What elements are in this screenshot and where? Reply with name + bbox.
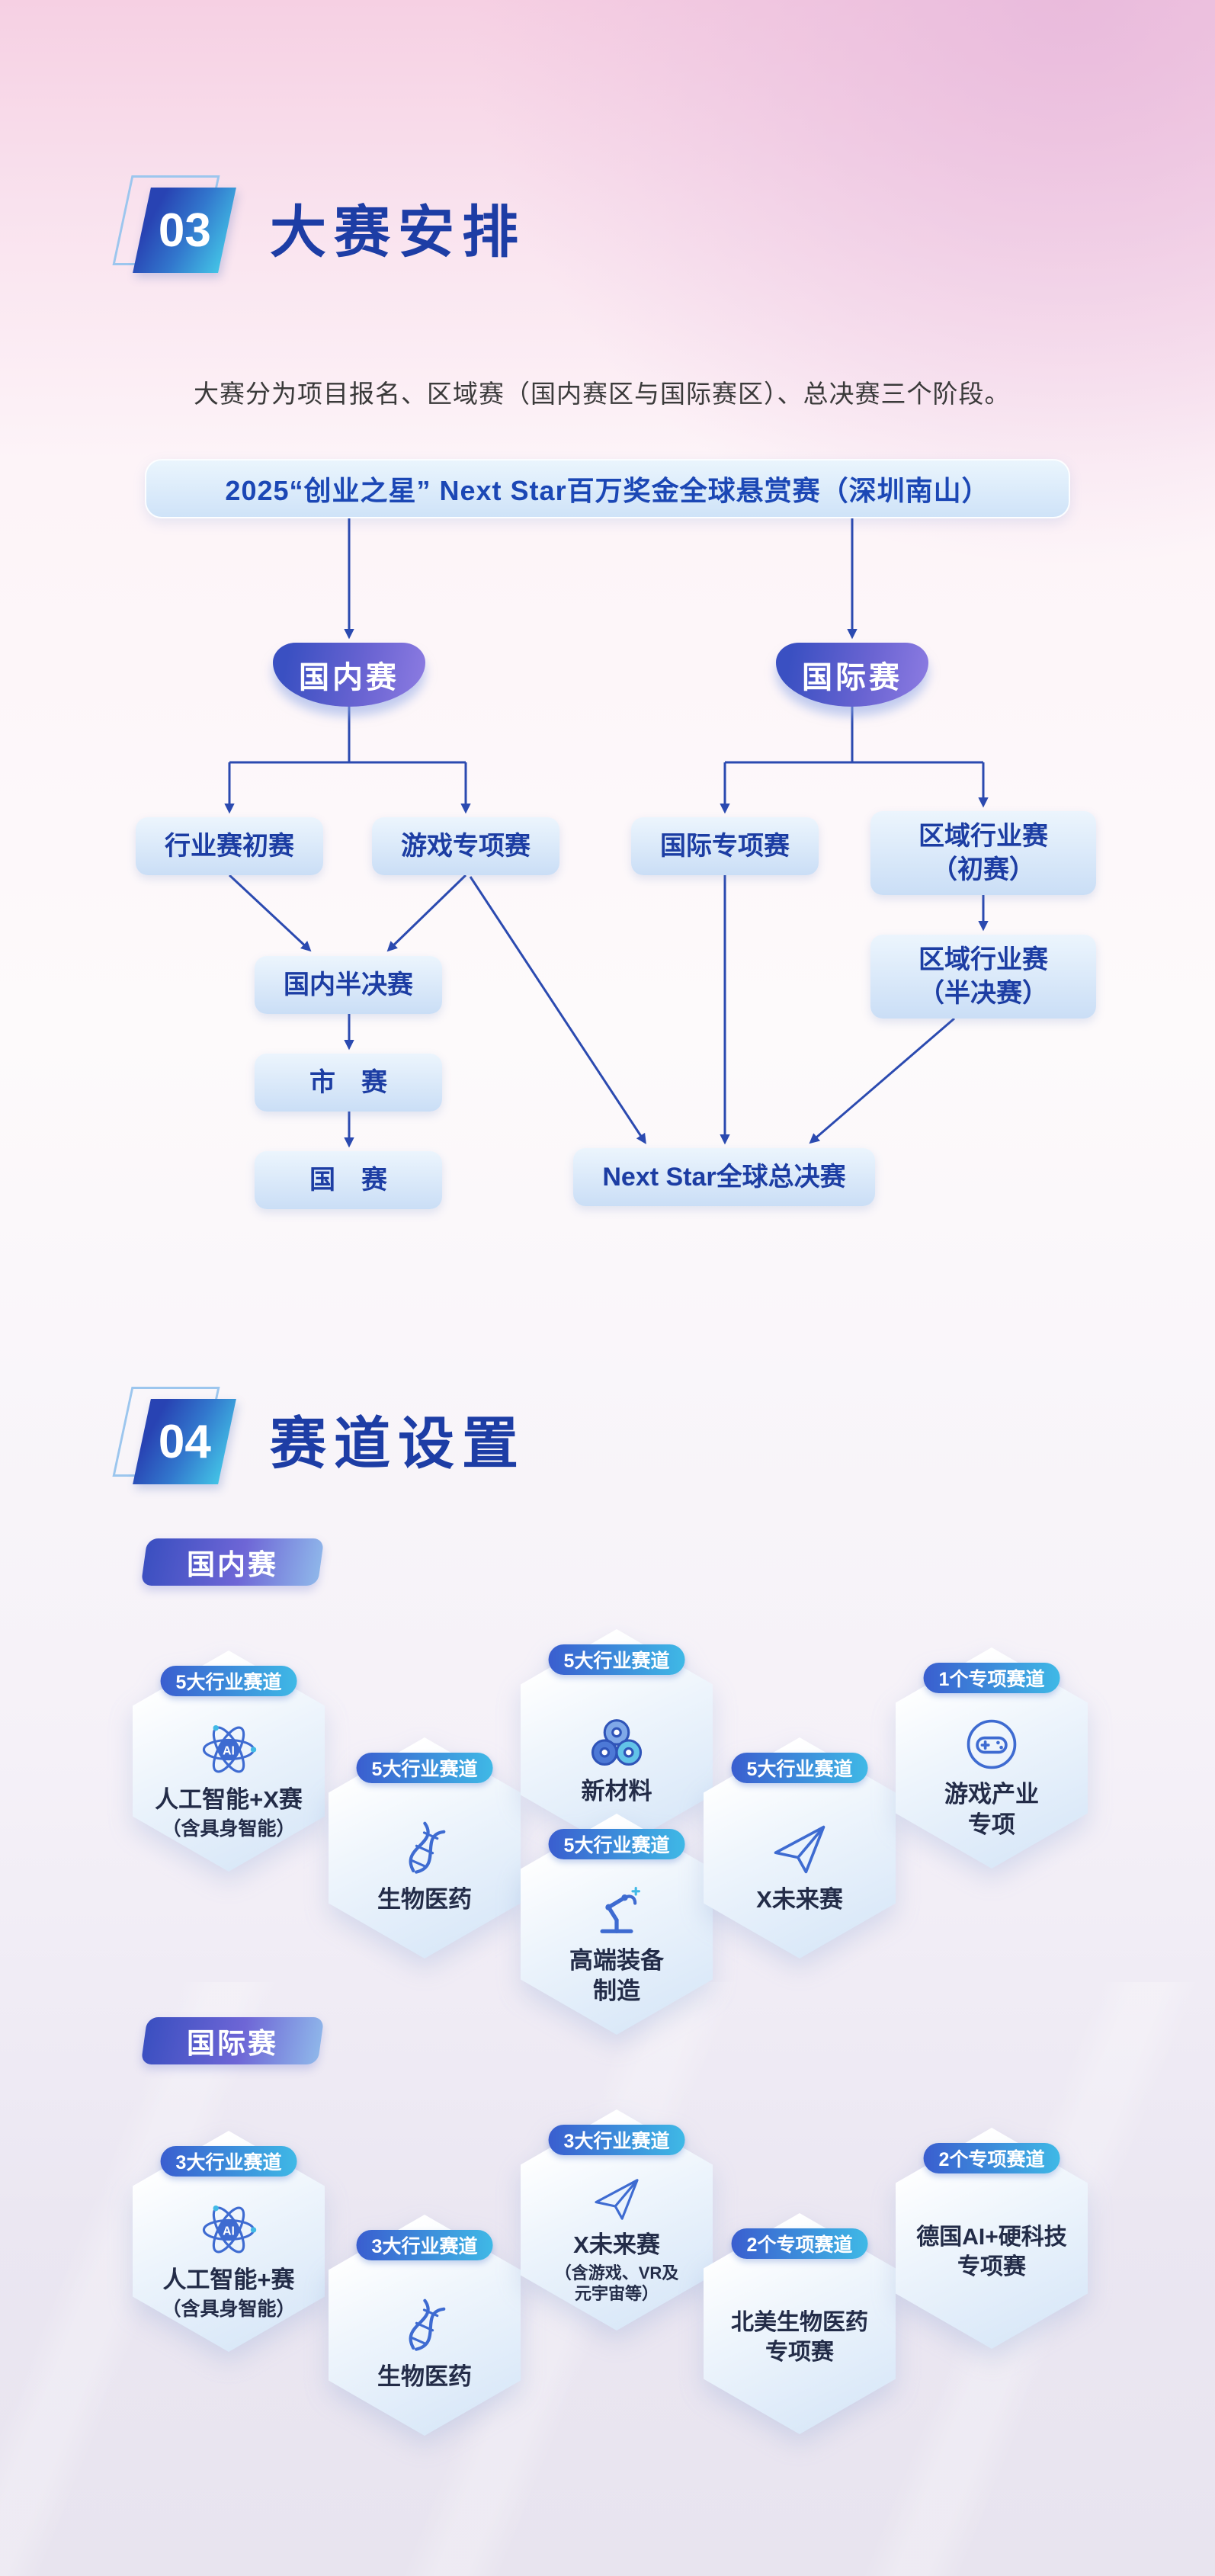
dna-icon	[409, 1821, 446, 1874]
section-intro: 大赛分为项目报名、区域赛（国内赛区与国际赛区）、总决赛三个阶段。	[194, 380, 1011, 408]
hex-name: 新材料	[581, 1777, 652, 1804]
hex-international-germany-ai: 2个专项赛道 德国AI+硬科技 专项赛	[896, 2128, 1088, 2349]
hex-ribbon: 2个专项赛道	[923, 2143, 1060, 2173]
hex-subtitle: （含游戏、VR及 元宇宙等）	[554, 2263, 679, 2304]
hex-domestic-game-industry: 1个专项赛道 游戏产业 专项	[896, 1647, 1088, 1869]
hex-name: 北美生物医药 专项赛	[731, 2310, 868, 2365]
hex-ribbon: 2个专项赛道	[731, 2228, 868, 2259]
section-title: 大赛安排	[270, 200, 526, 264]
section-number-badge: 04	[133, 1399, 236, 1484]
hex-ribbon: 1个专项赛道	[923, 1663, 1060, 1693]
section-number-badge: 03	[133, 188, 236, 273]
hex-domestic-x-future: 5大行业赛道 X未来赛	[704, 1737, 896, 1958]
hex-name: 生物医药	[377, 1885, 472, 1913]
section-number: 03	[158, 204, 211, 257]
hex-name: 游戏产业 专项	[944, 1780, 1039, 1838]
connector-regional-semifinal-to-global-final	[809, 1017, 955, 1144]
flow-node-city-round: 市 赛	[255, 1054, 442, 1112]
hex-domestic-equipment: 5大行业赛道 高端装备 制造	[521, 1814, 713, 2035]
svg-text:AI: AI	[223, 2225, 235, 2238]
hex-international-biomed: 3大行业赛道 生物医药	[329, 2215, 521, 2436]
hex-name: X未来赛	[573, 2231, 660, 2259]
paper-plane-icon	[595, 2179, 639, 2221]
hex-name: 人工智能+赛	[162, 2266, 295, 2294]
hex-ribbon: 5大行业赛道	[731, 1753, 868, 1783]
international-group-label-text: 国际赛	[187, 2028, 278, 2059]
materials-icon	[591, 1718, 643, 1766]
hex-international-ai: 3大行业赛道 AI 人工智能+赛 （含具身智能）	[133, 2131, 325, 2352]
hex-ribbon: 5大行业赛道	[548, 1644, 685, 1675]
hex-name: X未来赛	[756, 1885, 843, 1913]
hex-name: 生物医药	[377, 2363, 472, 2390]
flow-node-domestic-semifinal: 国内半决赛	[255, 956, 442, 1014]
dna-icon	[409, 2299, 446, 2351]
section-number: 04	[158, 1415, 211, 1468]
section-04-header: 04 赛道设置	[112, 1382, 700, 1512]
section-title: 赛道设置	[270, 1412, 526, 1475]
flow-node-international-special: 国际专项赛	[631, 817, 819, 875]
domestic-group-label-text: 国内赛	[187, 1549, 278, 1580]
competition-title-banner: 2025“创业之星” Next Star百万奖金全球悬赏赛（深圳南山）	[145, 459, 1070, 518]
ai-atom-icon: AI	[202, 2205, 257, 2254]
hex-ribbon: 3大行业赛道	[548, 2125, 685, 2155]
hex-subtitle: （含具身智能）	[162, 1817, 296, 1840]
hex-ribbon: 3大行业赛道	[160, 2146, 297, 2177]
hex-domestic-materials: 5大行业赛道 新材料	[521, 1629, 713, 1850]
hex-domestic-ai: 5大行业赛道 AI 人工智能+X赛 （含具身智能）	[133, 1651, 325, 1872]
svg-text:AI: AI	[223, 1745, 235, 1758]
hex-name: 德国AI+硬科技 专项赛	[916, 2225, 1067, 2279]
flow-node-regional-preliminary: 区域行业赛 （初赛）	[870, 811, 1096, 895]
international-badge: 国际赛	[776, 643, 928, 707]
section-03-header: 03 大赛安排	[112, 171, 700, 300]
international-group-label: 国际赛	[140, 2017, 325, 2064]
game-controller-icon	[967, 1719, 1017, 1769]
flow-node-regional-semifinal: 区域行业赛 （半决赛）	[870, 935, 1096, 1019]
hex-domestic-biomed: 5大行业赛道 生物医药	[329, 1737, 521, 1958]
flow-node-industry-preliminary: 行业赛初赛	[136, 817, 323, 875]
flow-node-national-round: 国 赛	[255, 1151, 442, 1209]
hex-international-na-biomed: 2个专项赛道 北美生物医药 专项赛	[704, 2213, 896, 2434]
domestic-badge: 国内赛	[273, 643, 425, 707]
hex-ribbon: 5大行业赛道	[548, 1829, 685, 1859]
flow-node-game-special: 游戏专项赛	[372, 817, 559, 875]
hex-subtitle: （含具身智能）	[162, 2298, 296, 2320]
hex-name: 人工智能+X赛	[155, 1786, 303, 1814]
ai-atom-icon: AI	[202, 1725, 257, 1773]
connector-industry-to-semifinal	[228, 874, 312, 952]
flow-node-global-final: Next Star全球总决赛	[573, 1148, 875, 1206]
paper-plane-icon	[774, 1825, 825, 1874]
robot-arm-icon	[600, 1886, 640, 1933]
domestic-group-label: 国内赛	[140, 1538, 325, 1586]
hex-international-x-future: 3大行业赛道 X未来赛 （含游戏、VR及 元宇宙等）	[521, 2109, 713, 2331]
hex-name: 高端装备 制造	[569, 1946, 664, 2004]
hex-ribbon: 3大行业赛道	[356, 2230, 493, 2260]
connector-game-to-semifinal	[386, 874, 467, 952]
connector-game-to-global-final	[469, 876, 646, 1144]
hex-ribbon: 5大行业赛道	[160, 1666, 297, 1696]
hex-ribbon: 5大行业赛道	[356, 1753, 493, 1783]
